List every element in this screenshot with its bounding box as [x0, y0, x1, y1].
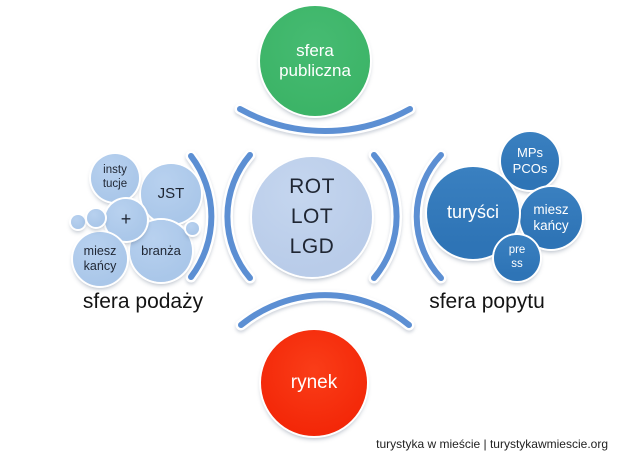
- bubble-label: insty: [103, 164, 127, 177]
- circle-label: publiczna: [279, 61, 351, 80]
- bubble-jst: JST: [141, 164, 201, 224]
- bubble-label: miesz: [533, 201, 569, 217]
- bubble-label: branża: [141, 243, 181, 259]
- bubble-tourists: turyści: [427, 167, 519, 259]
- circle-label: rynek: [290, 371, 338, 393]
- bubble-label: pre: [508, 244, 526, 257]
- footer-credit: turystyka w mieście | turystykawmiescie.…: [376, 437, 608, 451]
- bubble-mps-pcos: MPs PCOs: [501, 132, 559, 190]
- bubble-label: turyści: [446, 202, 499, 223]
- bubble-label: MPs: [517, 145, 543, 161]
- bubble-label: JST: [157, 185, 185, 202]
- arc-supply-outer: [185, 150, 217, 283]
- circle-label: ROT: [289, 175, 335, 199]
- bubble-label: kańcy: [533, 218, 569, 233]
- circle-label: LOT: [290, 205, 334, 229]
- arc-core-right: [368, 149, 403, 284]
- bubble-institutions: insty tucje: [91, 154, 139, 202]
- circle-label: sfera: [296, 40, 334, 60]
- bubble-residents-supply: miesz kańcy: [73, 232, 127, 286]
- bubble-label: +: [120, 209, 132, 230]
- core-circle: ROT LOT LGD: [252, 157, 372, 277]
- arc-bottom: [235, 289, 415, 331]
- supply-sphere-label: sfera podaży: [82, 290, 204, 313]
- bubble-residents-demand: miesz kańcy: [520, 187, 582, 249]
- decorative-dot: [186, 222, 199, 235]
- bubble-label: ss: [511, 258, 523, 270]
- market-circle: rynek: [261, 330, 367, 436]
- decorative-dot: [87, 209, 105, 227]
- arc-demand-outer: [411, 149, 447, 284]
- demand-sphere-label: sfera popytu: [429, 290, 545, 313]
- arc-top: [234, 103, 416, 137]
- public-sphere-circle: sfera publiczna: [260, 6, 370, 116]
- circle-label: LGD: [289, 234, 335, 258]
- decorative-dot: [71, 215, 85, 229]
- bubble-label: miesz: [83, 244, 117, 258]
- bubble-label: tucje: [102, 178, 128, 190]
- bubble-label: PCOs: [512, 161, 548, 176]
- arc-core-left: [221, 149, 256, 284]
- bubble-label: kańcy: [83, 259, 117, 273]
- bubble-press: pre ss: [494, 235, 540, 281]
